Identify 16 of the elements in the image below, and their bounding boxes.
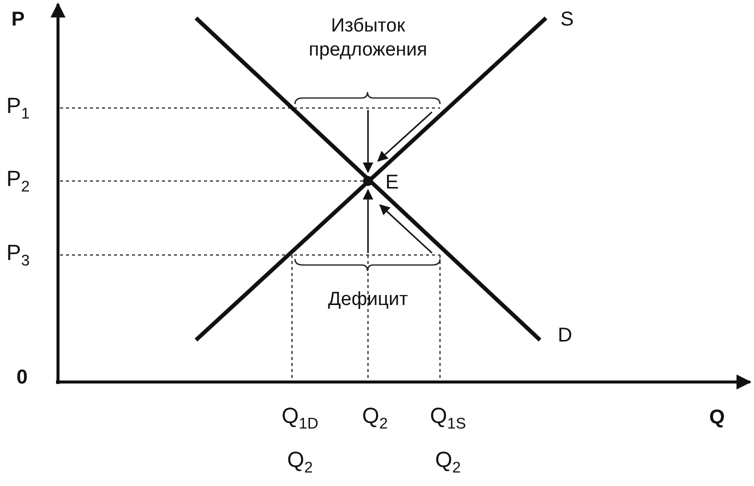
axis-label: S (560, 8, 574, 32)
axis-label: Q$_{2}$ (362, 402, 388, 434)
axis-label: Q$_{2}$ (435, 446, 461, 478)
axis-label: Избыток предложения (308, 14, 428, 62)
axis-label: P$_{1}$ (6, 92, 30, 124)
axis-label: Q (709, 406, 725, 430)
axis-label: Дефицит (328, 288, 408, 312)
axis-label: E (385, 170, 399, 196)
axis-label: P$_{3}$ (6, 239, 30, 271)
axis-label: Q$_{2}$ (287, 446, 313, 478)
axis-label: P$_{2}$ (6, 165, 30, 197)
axis-label: 0 (16, 366, 28, 390)
axis-label: Q$_{1S}$ (430, 402, 466, 434)
axis-label: D (558, 324, 572, 348)
axis-label: P (11, 8, 25, 32)
axis-label: Q$_{1D}$ (282, 402, 318, 434)
